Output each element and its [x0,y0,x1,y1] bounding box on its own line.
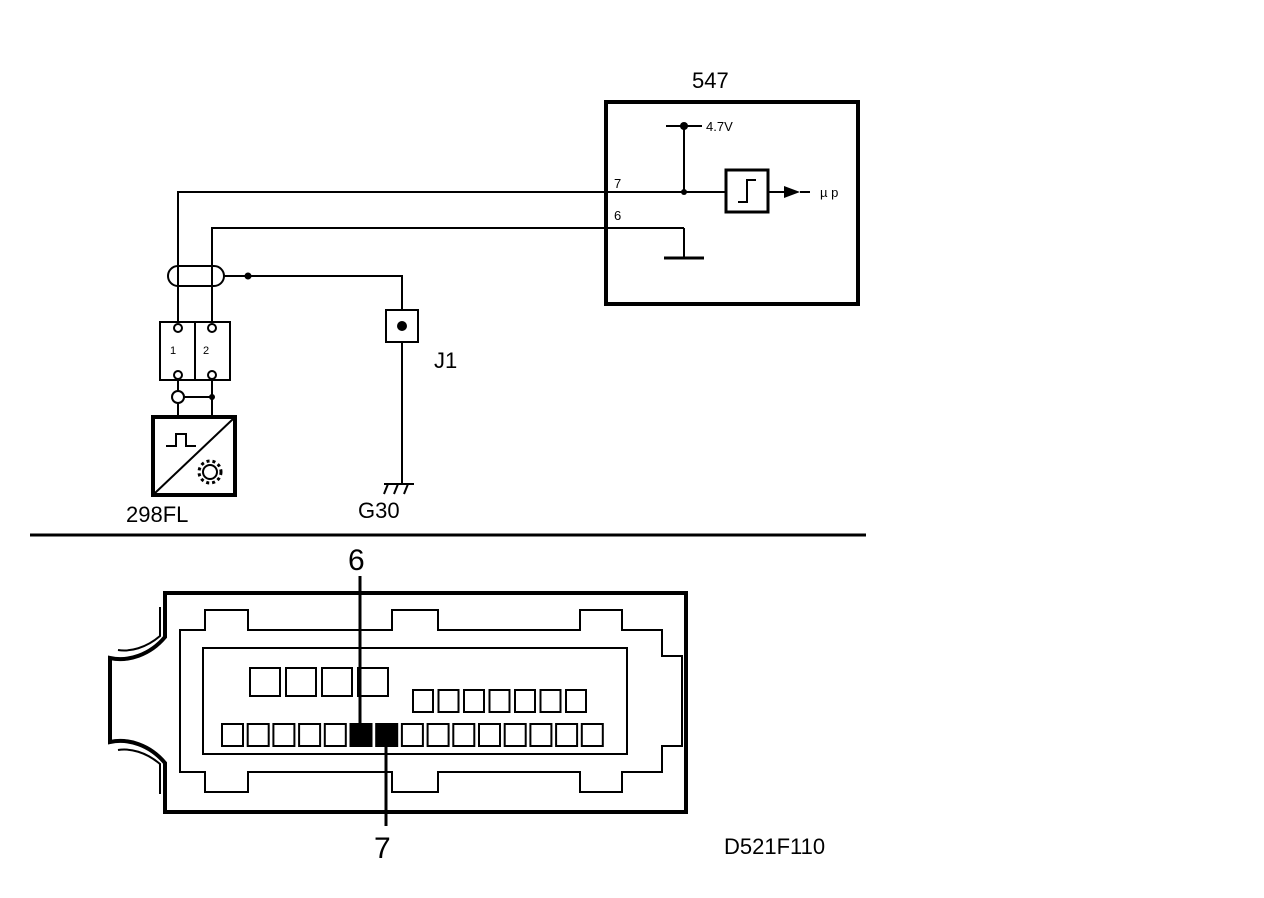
drain-node [244,272,252,280]
pin6-label: 6 [614,208,621,223]
sensor-label: 298FL [126,502,188,527]
wire-pin6 [211,227,606,322]
pin-socket-icon [207,370,217,380]
cavity [323,723,347,747]
pin7-label: 7 [614,176,621,191]
junction-stud-icon [397,321,407,331]
figure-reference: D521F110 [724,834,825,859]
sensor-connector: 1 2 [159,321,231,416]
ecu-label: 547 [692,68,729,93]
cavity [503,723,527,747]
schmitt-symbol [738,179,756,203]
ecu-547: 547 4.7V µ p 7 6 [604,68,860,306]
gear-icon [197,459,223,485]
cavity-area [202,647,628,755]
shield-drain-wire [224,275,403,310]
cavity-grid [221,667,604,747]
voltage-label: 4.7V [706,119,733,134]
plug-face-view: 6 7 [108,544,688,865]
cavity [452,723,476,747]
pulse-wave-icon [166,433,196,447]
plug-shell [108,591,688,814]
ecu-box [604,100,860,306]
cavity [565,689,587,713]
pin-socket-icon [207,323,217,333]
wire-pin7 [177,191,684,322]
cavity [580,723,604,747]
sensor-box [151,415,237,497]
shield-icon [167,265,225,287]
cavity [357,667,389,697]
cavity [463,689,485,713]
cavity [298,723,322,747]
cavity [478,723,501,747]
shield-termination-icon [171,390,185,404]
cavity [221,723,244,747]
micro-label: µ p [820,185,838,200]
cavity [412,689,434,713]
sensor-298fl: 298FL [126,415,237,527]
plug-pin6-label: 6 [348,544,365,577]
cavity [272,723,296,747]
plug-pin7-label: 7 [374,832,391,865]
cavity [426,723,450,747]
ground-label: G30 [358,498,400,523]
cavity [285,667,317,697]
cavity [400,723,424,747]
pin-socket-icon [173,323,183,333]
cavity [539,689,562,713]
cavity [246,723,270,747]
output-arrow-icon [784,186,800,198]
cavity [555,723,579,747]
cavity [249,667,281,697]
connector-pin1-label: 1 [170,345,176,357]
cavity [529,723,553,747]
cavity [437,689,460,713]
harness [167,191,684,322]
junction-j1: J1 G30 [358,309,457,523]
plug-inner-outline [179,609,683,793]
cavity [514,689,536,713]
cavity [488,689,511,713]
cavity [321,667,353,697]
connector-pin2-label: 2 [203,345,209,357]
pin-socket-icon [173,370,183,380]
junction-label: J1 [434,348,457,373]
